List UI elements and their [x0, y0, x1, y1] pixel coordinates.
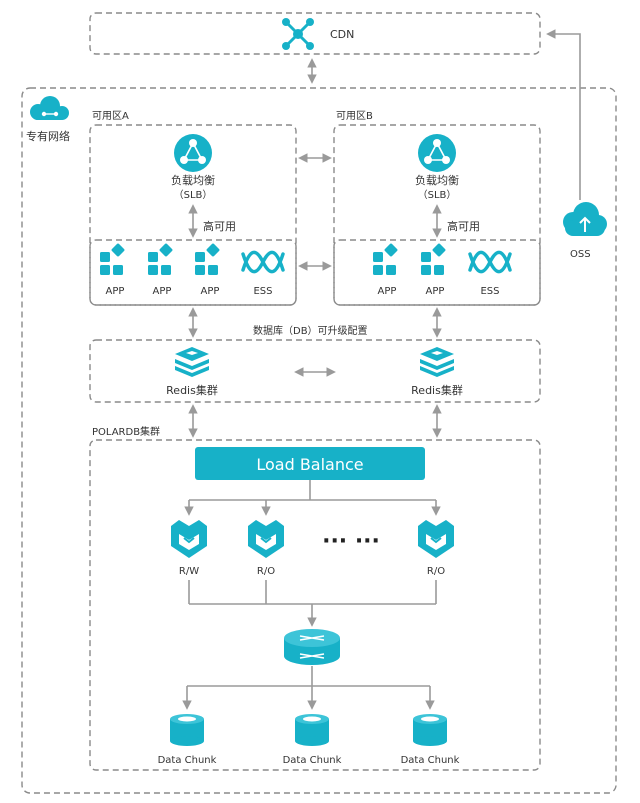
cdn-box: [89, 12, 541, 55]
db-node-label: R/O: [427, 566, 445, 577]
db-node-label: R/W: [179, 566, 199, 577]
oss-label: OSS: [570, 249, 591, 260]
load-balance-label: Load Balance: [256, 455, 363, 474]
ess-label-b: ESS: [480, 286, 499, 297]
app-icon: [373, 243, 398, 275]
data-chunk-label: Data Chunk: [401, 755, 460, 766]
db-node-icon: [418, 520, 454, 558]
db-box: [89, 339, 541, 403]
vpc-box: [21, 87, 617, 794]
db-node-icon: [171, 520, 207, 558]
db-node-label: R/O: [257, 566, 275, 577]
ess-label-a: ESS: [253, 286, 272, 297]
slb-icon-b: [418, 134, 456, 172]
zone-b-app-box: [333, 239, 541, 306]
polardb-label: POLARDB集群: [92, 425, 160, 438]
db-node-icon: [248, 520, 284, 558]
cdn-label: CDN: [330, 28, 354, 41]
arrow-oss-cdn: [546, 29, 581, 200]
zone-b-label: 可用区B: [336, 110, 373, 122]
redis-icon: [175, 347, 209, 377]
app-label: APP: [153, 286, 172, 297]
redis-label: Redis集群: [411, 383, 463, 397]
polardb-box: [89, 439, 541, 771]
app-label: APP: [426, 286, 445, 297]
ess-icon-b: [468, 250, 512, 274]
app-label: APP: [378, 286, 397, 297]
data-chunk-icon: [170, 714, 204, 746]
redis-label: Redis集群: [166, 383, 218, 397]
data-chunk-label: Data Chunk: [283, 755, 342, 766]
db-label: 数据库（DB）可升级配置: [253, 324, 368, 337]
zone-a-app-box: [89, 239, 297, 306]
slb-a-sub: （SLB）: [174, 189, 213, 201]
data-chunk-icon: [413, 714, 447, 746]
app-icon: [100, 243, 125, 275]
slb-icon-a: [174, 134, 212, 172]
cdn-icon: [282, 18, 314, 50]
ellipsis: ··· ···: [322, 529, 380, 554]
ha-label-b: 高可用: [447, 219, 480, 233]
app-label: APP: [106, 286, 125, 297]
app-label: APP: [201, 286, 220, 297]
load-balance-bar: [195, 447, 425, 480]
ha-label-a: 高可用: [203, 219, 236, 233]
ess-icon-a: [241, 250, 285, 274]
zone-a-label: 可用区A: [92, 110, 129, 122]
slb-a-name: 负载均衡: [171, 173, 215, 187]
vpc-cloud-icon: [30, 96, 69, 120]
vpc-label: 专有网络: [26, 129, 70, 143]
slb-b-name: 负载均衡: [415, 173, 459, 187]
redis-icon: [420, 347, 454, 377]
data-chunk-label: Data Chunk: [158, 755, 217, 766]
app-icon: [148, 243, 173, 275]
data-chunk-icon: [295, 714, 329, 746]
app-icon: [195, 243, 220, 275]
oss-cloud-icon: [563, 202, 607, 236]
app-icon: [421, 243, 446, 275]
slb-b-sub: （SLB）: [418, 189, 457, 201]
router-icon: [284, 629, 340, 665]
